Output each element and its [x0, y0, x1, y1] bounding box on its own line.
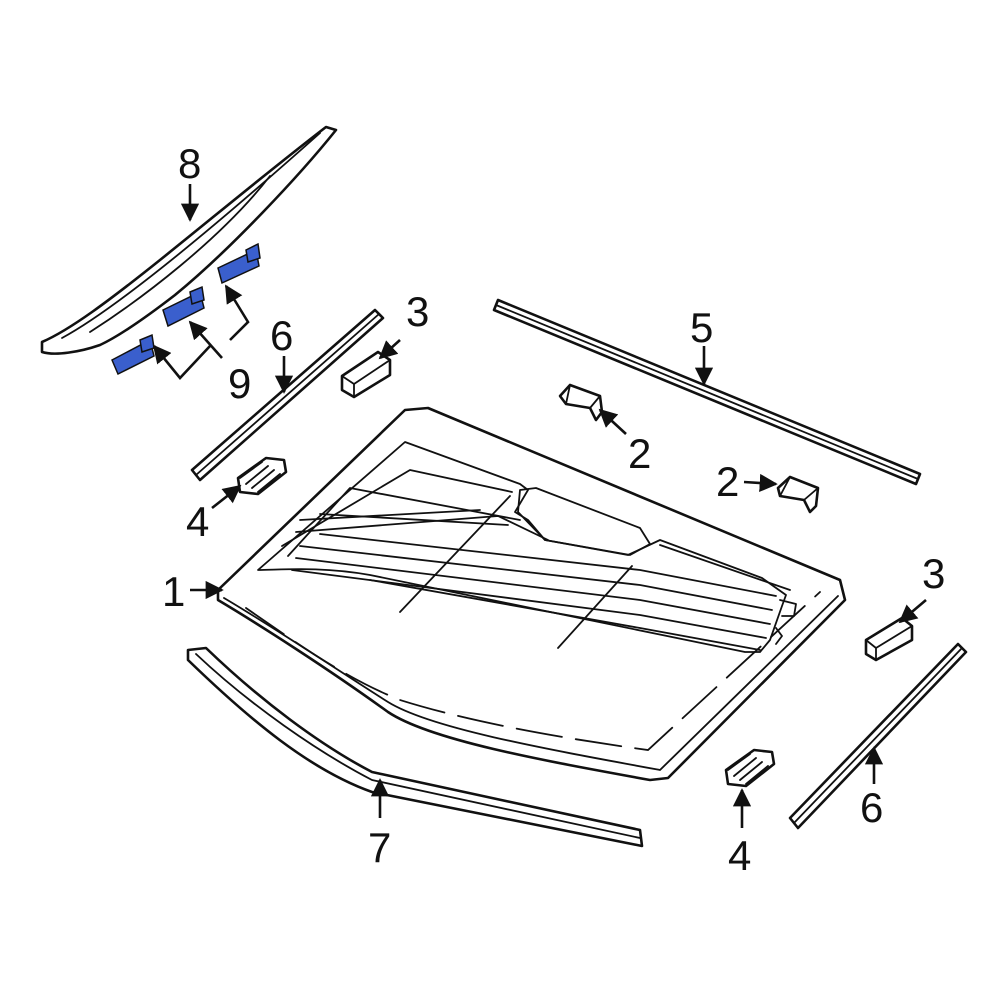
- clip-b-top: [189, 285, 205, 305]
- callout-3-upper: 3: [406, 288, 429, 335]
- callout-4-lower: 4: [728, 832, 751, 879]
- callout-5: 5: [690, 304, 713, 351]
- leader-9c: [224, 284, 250, 341]
- part-5-weatherstrip: [492, 298, 922, 486]
- callout-9: 9: [228, 360, 251, 407]
- part-2-lower-bracket: [776, 475, 820, 514]
- callout-3-right: 3: [922, 550, 945, 597]
- clip-c: [217, 242, 261, 285]
- callout-4-upper: 4: [186, 498, 209, 545]
- part-3-upper-pad: [340, 350, 392, 399]
- callout-7: 7: [368, 824, 391, 871]
- callout-8: 8: [178, 140, 201, 187]
- leader-3a: [378, 339, 401, 360]
- part-2-upper-bracket: [558, 383, 604, 422]
- leader-2b: [743, 473, 778, 493]
- leader-9b: [188, 320, 223, 359]
- callout-2-lower: 2: [716, 458, 739, 505]
- part-3-right-pad: [864, 616, 914, 662]
- clip-b: [162, 285, 205, 328]
- part-4-lower-clip: [724, 748, 776, 788]
- callout-6-right: 6: [860, 784, 883, 831]
- part-7-lower-weatherstrip: [186, 646, 644, 848]
- clip-a: [111, 333, 155, 376]
- callout-6-left: 6: [270, 312, 293, 359]
- part-9-clips: [111, 242, 261, 376]
- part-4-upper-clip: [236, 456, 288, 496]
- callout-labels: 8 9 6 3 5 2 2 4 1 3 6 7 4: [162, 140, 945, 879]
- part-8-molding: [40, 125, 338, 355]
- clip-c-top: [245, 242, 261, 263]
- part-1-back-glass: [216, 406, 847, 782]
- callout-2-upper: 2: [628, 430, 651, 477]
- leader-4a: [211, 484, 242, 510]
- part-6-right-molding: [788, 642, 968, 830]
- callout-1: 1: [162, 568, 185, 615]
- leader-9a: [152, 344, 211, 380]
- leader-2a: [598, 408, 627, 435]
- leader-3b: [898, 599, 927, 624]
- part-6-left-molding: [190, 308, 385, 482]
- clip-a-top: [139, 333, 155, 353]
- leaders: [152, 184, 927, 828]
